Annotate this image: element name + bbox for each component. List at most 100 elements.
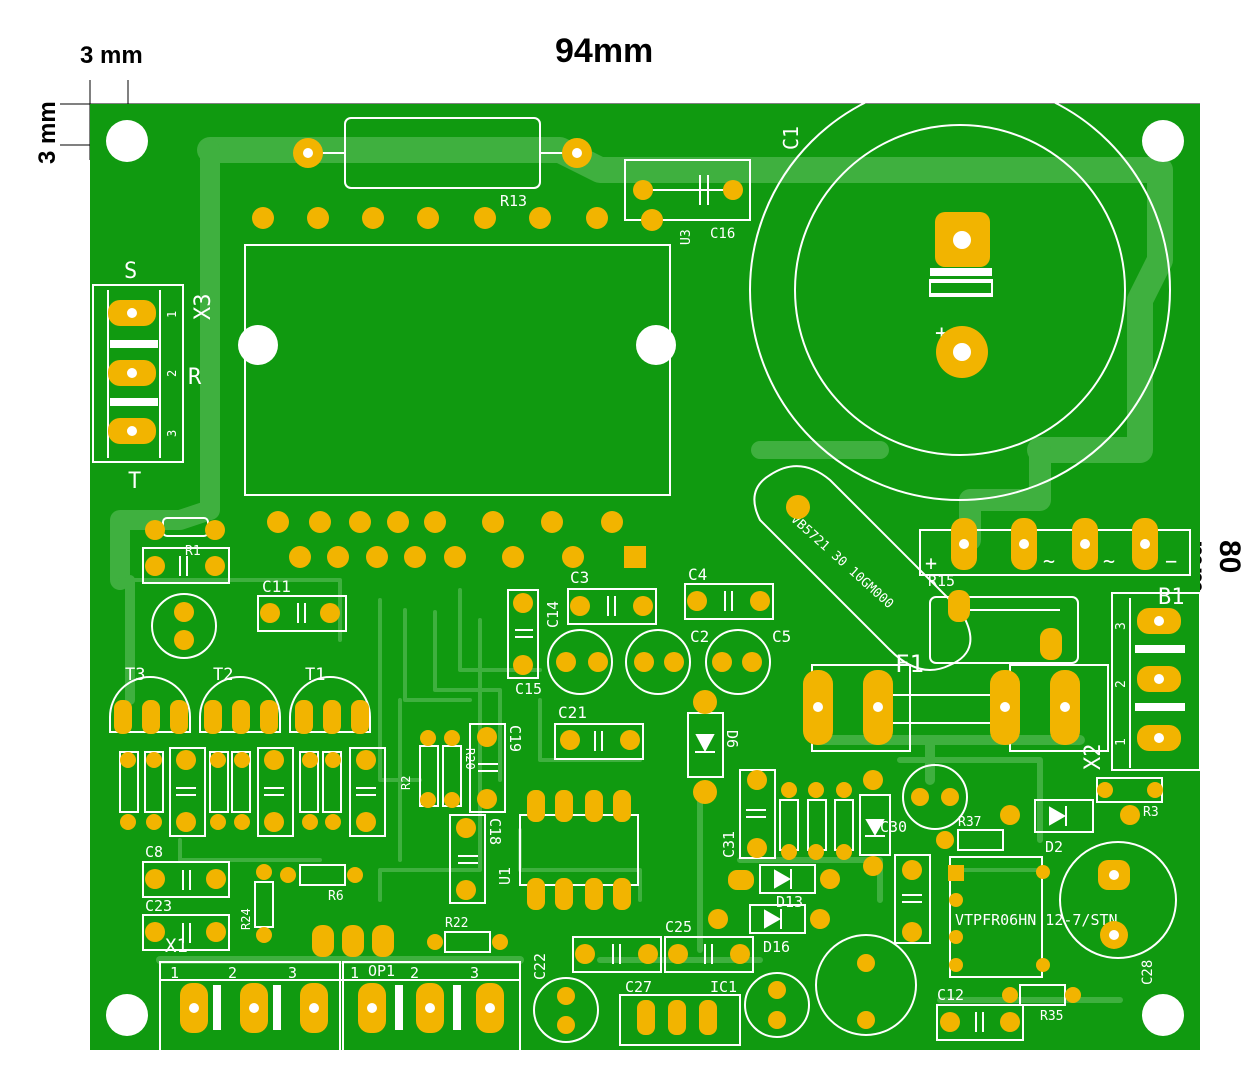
x1-pin-label: 1 (170, 964, 179, 982)
c19-label: C19 (506, 725, 524, 752)
c28-outline (1059, 841, 1177, 959)
x3-pin-label: 1 (165, 311, 179, 318)
d2-label: D2 (1045, 838, 1063, 856)
margin-x-label: 3 mm (80, 42, 143, 69)
op1-outline (342, 961, 521, 1053)
u1-label: U1 (496, 867, 514, 885)
c15-outline (547, 629, 613, 695)
c16-outline (624, 159, 751, 221)
r37-label: R37 (958, 815, 981, 830)
relay-outline (949, 856, 1043, 978)
c11-label: C11 (262, 577, 291, 596)
mounting-hole (106, 120, 148, 162)
r20-label: R20 (463, 748, 477, 770)
op1-pin-label: 1 (350, 964, 359, 982)
bridge-sign: ~ (1103, 549, 1115, 573)
bridge-sign: + (925, 551, 937, 575)
b1-pin-label: 2 (1114, 680, 1129, 688)
c5-outline (705, 629, 771, 695)
t2-outline (199, 676, 281, 733)
x3-s-label: S (124, 259, 137, 284)
d6-label: D6 (723, 730, 741, 748)
c12-outline (936, 1004, 1024, 1041)
ic1-label: IC1 (710, 978, 737, 996)
d13-label: D13 (776, 893, 803, 911)
b1-outline (1111, 592, 1201, 771)
op1-pin-label: 3 (470, 964, 479, 982)
c8-label: C8 (145, 843, 163, 861)
c18-label: C18 (486, 818, 504, 845)
pcb-board (90, 104, 1200, 1050)
x2-label: X2 (1081, 744, 1106, 771)
c3-label: C3 (570, 568, 589, 587)
r6-label: R6 (328, 889, 344, 904)
d2-outline (1034, 799, 1094, 833)
bridge-rectifier-outline (753, 465, 972, 671)
d16-outline (749, 904, 806, 934)
b1-pin-label: 3 (1114, 622, 1129, 630)
r13-label: R13 (500, 192, 527, 210)
r22-label: R22 (445, 916, 468, 931)
r2-label: R2 (399, 776, 413, 790)
cap-outline (257, 747, 294, 837)
t1-outline (289, 676, 371, 733)
r3-label: R3 (1143, 805, 1159, 820)
c23-label: C23 (145, 897, 172, 915)
c31-label: C31 (720, 831, 738, 858)
r22-outline (444, 931, 491, 953)
x3-pin-label: 3 (165, 430, 179, 437)
c1-polarity-bar (930, 268, 992, 276)
ic1-outline (619, 994, 741, 1046)
c11-outline (257, 595, 347, 632)
c14-outline (507, 589, 539, 679)
copper-traces (110, 137, 1173, 1003)
r6-outline (299, 864, 346, 886)
x1-label: X1 (165, 935, 188, 957)
r15-label: R15 (928, 572, 955, 590)
x1-pin-label: 2 (228, 964, 237, 982)
c18-outline (449, 814, 486, 904)
c22-outline (572, 936, 662, 973)
c12-label: C12 (937, 986, 964, 1004)
d16-label: D16 (763, 938, 790, 956)
x3-label: X3 (191, 294, 216, 321)
t3-label: T3 (125, 665, 145, 685)
c31-outline (739, 769, 776, 859)
c14-label: C14 (544, 601, 562, 628)
c30-label: C30 (880, 818, 907, 836)
capacitor-symbols (176, 556, 984, 1032)
op1-label: OP1 (368, 962, 395, 980)
c25-label: C25 (665, 918, 692, 936)
op1-pin-label: 2 (410, 964, 419, 982)
u3-mount-hole (636, 325, 676, 365)
c2-outline (625, 629, 691, 695)
mounting-holes (106, 120, 1184, 1036)
c3-outline (567, 588, 657, 625)
width-dimension-label: 94mm (555, 32, 654, 70)
c28-label: C28 (1140, 960, 1156, 985)
c27-label: C27 (625, 978, 652, 996)
bridge-connector-outline (919, 529, 1191, 576)
r24-label: R24 (239, 908, 253, 930)
c15-label: C15 (515, 680, 542, 698)
mounting-hole (1142, 994, 1184, 1036)
u1-outline (519, 814, 639, 886)
diode-symbols (695, 734, 1067, 929)
c5-label: C5 (772, 627, 791, 646)
x3-pin-label: 2 (165, 370, 179, 377)
cap-outline (902, 764, 968, 830)
r15-outline (929, 596, 1079, 664)
b1-pin-label: 1 (1114, 738, 1129, 746)
d13-outline (759, 864, 816, 894)
t2-label: T2 (213, 665, 233, 685)
c4-label: C4 (688, 565, 707, 584)
r35-label: R35 (1040, 1009, 1063, 1024)
c19-outline (469, 723, 506, 813)
b1-label: B1 (1158, 585, 1185, 610)
cap-outline (169, 747, 206, 837)
x3-r-label: R (188, 365, 202, 390)
c21-label: C21 (558, 703, 587, 722)
u3-outline (244, 244, 671, 496)
u3-mount-hole (238, 325, 278, 365)
